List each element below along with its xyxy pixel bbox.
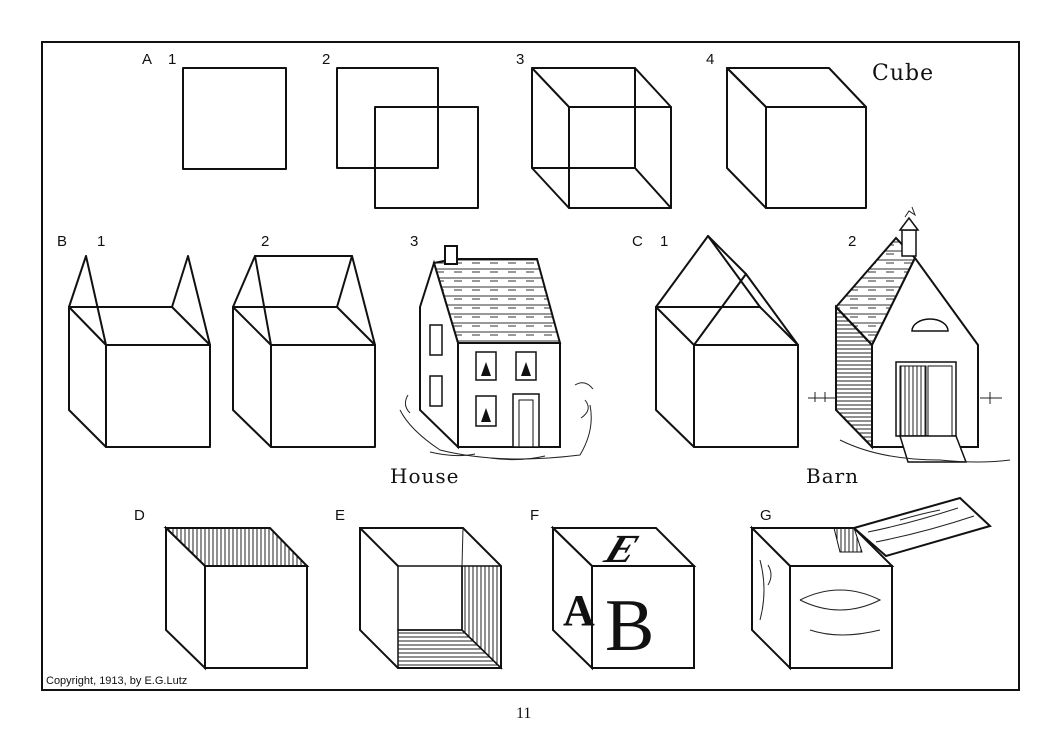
- label-B: B: [57, 233, 67, 250]
- label-A3: 3: [516, 51, 524, 68]
- label-B3: 3: [410, 233, 418, 250]
- figure-B1-cube-with-gables: [68, 255, 211, 448]
- plate-border: [41, 41, 1020, 691]
- figure-F-letter-block: E A B: [550, 525, 697, 671]
- label-F: F: [530, 507, 539, 524]
- label-A4: 4: [706, 51, 714, 68]
- label-C: C: [632, 233, 643, 250]
- figure-B3-house: [399, 245, 594, 461]
- figure-B2-cube-with-roof: [232, 255, 376, 448]
- label-A1: 1: [168, 51, 176, 68]
- block-letter-front: B: [605, 585, 654, 667]
- label-D: D: [134, 507, 145, 524]
- figure-G-wooden-box: [749, 496, 992, 671]
- label-A: A: [142, 51, 152, 68]
- figure-A1-square: [182, 67, 287, 170]
- figure-D-open-box: [163, 525, 310, 671]
- label-B1: 1: [97, 233, 105, 250]
- page-number: 11: [516, 705, 531, 722]
- label-C2: 2: [848, 233, 856, 250]
- label-A2: 2: [322, 51, 330, 68]
- figure-C1-cube-with-gable-roof: [655, 235, 799, 448]
- label-E: E: [335, 507, 345, 524]
- label-B2: 2: [261, 233, 269, 250]
- block-letter-left: A: [563, 586, 595, 635]
- figure-A3-wireframe-cube: [531, 67, 672, 209]
- figure-A2-overlapping-squares: [336, 67, 479, 209]
- label-C1: 1: [660, 233, 668, 250]
- label-G: G: [760, 507, 772, 524]
- figure-A4-solid-cube: [726, 67, 867, 209]
- caption-barn: Barn: [806, 464, 859, 488]
- caption-house: House: [390, 464, 459, 488]
- plate-title: Cube: [872, 61, 934, 86]
- copyright-notice: Copyright, 1913, by E.G.Lutz: [46, 675, 187, 687]
- figure-E-box-interior: [359, 527, 503, 670]
- figure-C2-barn: [808, 206, 1011, 463]
